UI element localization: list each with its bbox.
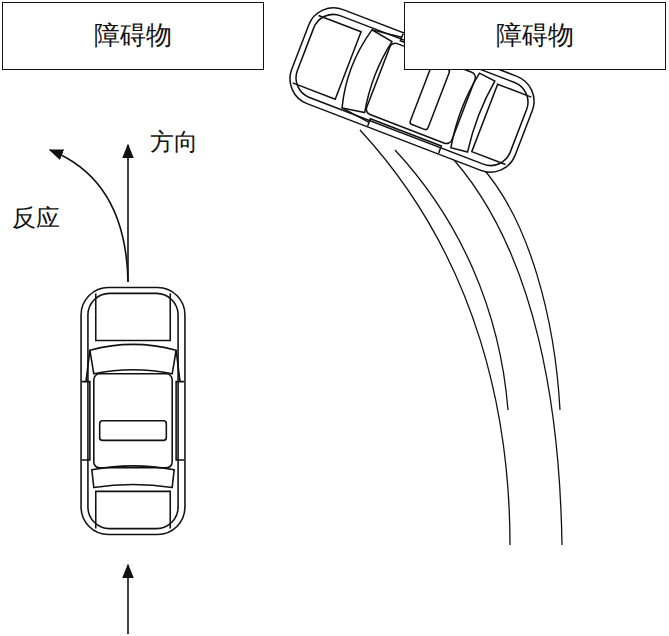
obstacle-box: 障碍物: [2, 2, 264, 70]
direction-label: 方向: [148, 128, 200, 157]
box-label: 障碍物: [94, 20, 172, 51]
obstacle-box: 障碍物: [404, 2, 666, 70]
direction-label: 反应: [10, 204, 62, 233]
box-label: 障碍物: [496, 20, 574, 51]
